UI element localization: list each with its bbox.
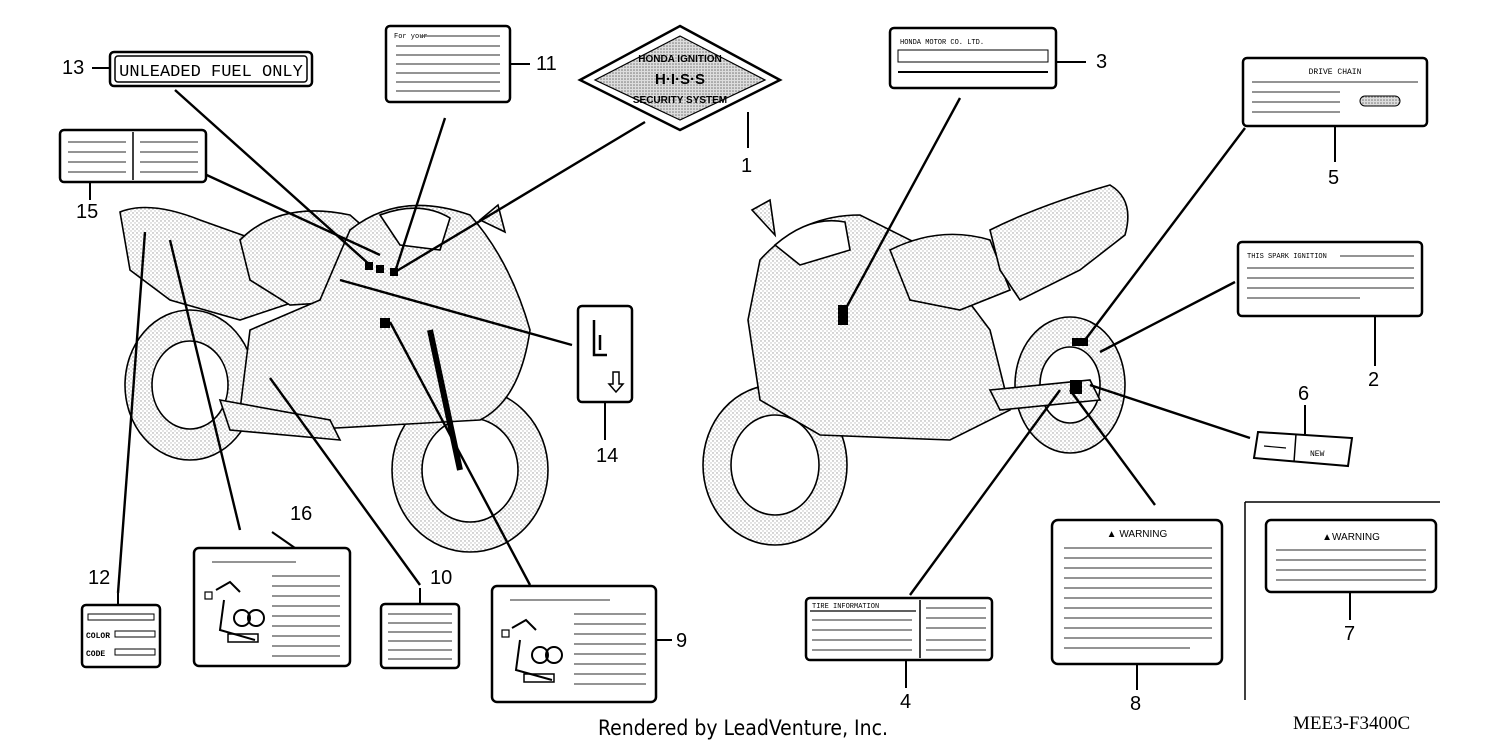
hiss-top-text: HONDA IGNITION	[638, 54, 722, 65]
diagram-code: MEE3-F3400C	[1293, 713, 1411, 734]
right-motorcycle	[702, 184, 1129, 546]
callout-14: 14	[596, 445, 618, 467]
new-text: NEW	[1310, 450, 1325, 459]
hiss-middle-text: H·I·S·S	[655, 71, 705, 88]
unleaded-text: UNLEADED FUEL ONLY	[119, 63, 303, 82]
label-12: COLOR CODE	[80, 603, 162, 669]
warning-7-text: ▲WARNING	[1322, 532, 1380, 543]
callout-3: 3	[1096, 51, 1107, 73]
label-13-unleaded: UNLEADED FUEL ONLY	[108, 50, 314, 88]
label-9	[490, 584, 658, 704]
drive-chain-text: DRIVE CHAIN	[1309, 68, 1362, 77]
label-14	[576, 304, 634, 404]
leader-lines	[116, 89, 1251, 596]
label-5-drive-chain: DRIVE CHAIN	[1241, 56, 1429, 128]
label-7-warning: ▲WARNING	[1244, 501, 1440, 700]
callout-2: 2	[1368, 369, 1379, 391]
callout-stubs	[89, 61, 1376, 690]
callout-6: 6	[1298, 383, 1309, 405]
label-1-hiss: HONDA IGNITION H·I·S·S SECURITY SYSTEM	[577, 24, 783, 132]
callout-12: 12	[88, 567, 110, 589]
callout-5: 5	[1328, 167, 1339, 189]
callout-15: 15	[76, 201, 98, 223]
callout-1: 1	[741, 155, 752, 177]
leader-dots	[365, 262, 1088, 394]
label-6: NEW	[1252, 430, 1354, 468]
callout-16: 16	[290, 503, 312, 525]
callout-10: 10	[430, 567, 452, 589]
color-text: COLOR	[86, 632, 110, 641]
rendered-by-footer: Rendered by LeadVenture, Inc.	[598, 716, 888, 740]
tire-info-text: TIRE INFORMATION	[812, 603, 879, 611]
label-3: HONDA MOTOR CO. LTD.	[888, 26, 1058, 90]
label-8-warning: ▲ WARNING	[1050, 518, 1224, 666]
label-10	[379, 602, 461, 670]
this-spark-text: THIS SPARK IGNITION	[1247, 253, 1327, 261]
callout-4: 4	[900, 691, 911, 713]
hiss-bottom-text: SECURITY SYSTEM	[633, 95, 727, 106]
label-16	[192, 546, 352, 668]
callout-7: 7	[1344, 623, 1355, 645]
callout-11: 11	[536, 53, 557, 75]
callout-8: 8	[1130, 693, 1141, 715]
label-15	[58, 128, 208, 184]
code-text: CODE	[86, 650, 105, 659]
callout-9: 9	[676, 630, 687, 652]
callout-13: 13	[62, 57, 84, 79]
label-4-tire-info: TIRE INFORMATION	[804, 596, 994, 662]
for-your-text: For your	[394, 33, 428, 41]
honda-motor-text: HONDA MOTOR CO. LTD.	[900, 39, 984, 47]
warning-8-text: ▲ WARNING	[1107, 529, 1168, 540]
label-2: THIS SPARK IGNITION	[1236, 240, 1424, 318]
label-11: For your	[384, 24, 512, 104]
